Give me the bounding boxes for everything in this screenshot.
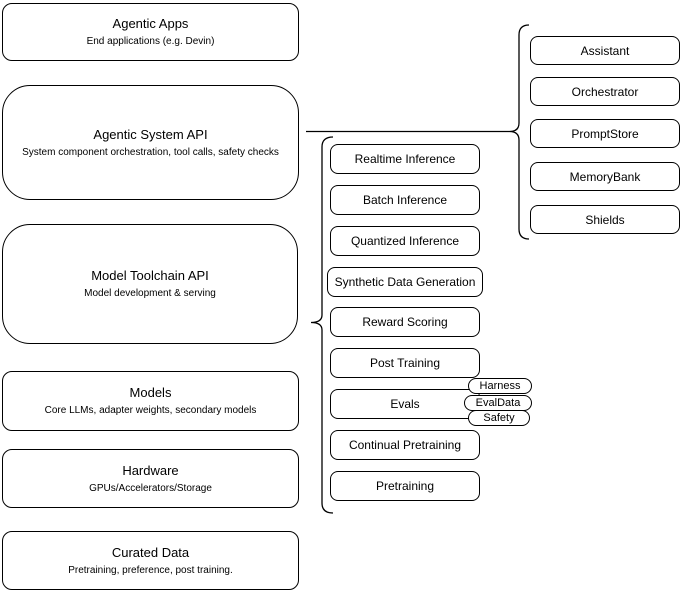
node-synthetic-data-generation: Synthetic Data Generation [327, 267, 483, 297]
node-title: Hardware [122, 462, 179, 478]
node-batch-inference: Batch Inference [330, 185, 480, 215]
bracket-system-components [509, 24, 530, 240]
node-subtitle: System component orchestration, tool cal… [22, 146, 279, 158]
tag-label: Harness [479, 379, 521, 392]
node-hardware: Hardware GPUs/Accelerators/Storage [2, 449, 299, 508]
node-promptstore: PromptStore [530, 119, 680, 148]
node-label: Quantized Inference [350, 234, 460, 248]
tag-label: EvalData [475, 396, 521, 409]
node-subtitle: GPUs/Accelerators/Storage [89, 482, 212, 494]
node-orchestrator: Orchestrator [530, 77, 680, 106]
node-post-training: Post Training [330, 348, 480, 378]
node-title: Models [129, 385, 172, 400]
node-label: Continual Pretraining [348, 438, 462, 452]
node-label: Reward Scoring [362, 315, 448, 329]
node-models: Models Core LLMs, adapter weights, secon… [2, 371, 299, 431]
node-pretraining: Pretraining [330, 471, 480, 501]
node-quantized-inference: Quantized Inference [330, 226, 480, 256]
tag-harness: Harness [468, 378, 532, 394]
node-title: Agentic System API [93, 126, 208, 142]
tag-evaldata: EvalData [464, 395, 532, 411]
node-label: Batch Inference [362, 193, 448, 207]
node-continual-pretraining: Continual Pretraining [330, 430, 480, 460]
node-curated-data: Curated Data Pretraining, preference, po… [2, 531, 299, 590]
node-subtitle: Pretraining, preference, post training. [68, 564, 233, 576]
node-label: Realtime Inference [354, 152, 456, 166]
node-agentic-apps: Agentic Apps End applications (e.g. Devi… [2, 3, 299, 61]
node-label: Post Training [369, 356, 441, 370]
node-model-toolchain-api: Model Toolchain API Model development & … [2, 224, 298, 344]
node-label: Orchestrator [571, 84, 639, 99]
node-title: Curated Data [111, 544, 190, 560]
node-title: Model Toolchain API [91, 268, 209, 283]
node-label: Assistant [580, 43, 630, 58]
tag-label: Safety [483, 411, 515, 424]
node-label: Shields [585, 212, 625, 227]
node-label: Pretraining [375, 479, 435, 493]
node-assistant: Assistant [530, 36, 680, 65]
node-label: Evals [390, 397, 420, 411]
node-label: PromptStore [571, 126, 639, 141]
tag-safety: Safety [468, 410, 530, 426]
node-subtitle: Model development & serving [84, 288, 216, 299]
node-label: MemoryBank [569, 169, 641, 184]
node-evals: Evals [330, 389, 480, 419]
node-agentic-system-api: Agentic System API System component orch… [2, 85, 299, 200]
node-label: Synthetic Data Generation [334, 275, 476, 289]
node-reward-scoring: Reward Scoring [330, 307, 480, 337]
node-shields: Shields [530, 205, 680, 234]
node-subtitle: Core LLMs, adapter weights, secondary mo… [44, 405, 257, 416]
node-subtitle: End applications (e.g. Devin) [86, 36, 215, 47]
node-memorybank: MemoryBank [530, 162, 680, 191]
node-realtime-inference: Realtime Inference [330, 144, 480, 174]
node-title: Agentic Apps [112, 16, 189, 31]
